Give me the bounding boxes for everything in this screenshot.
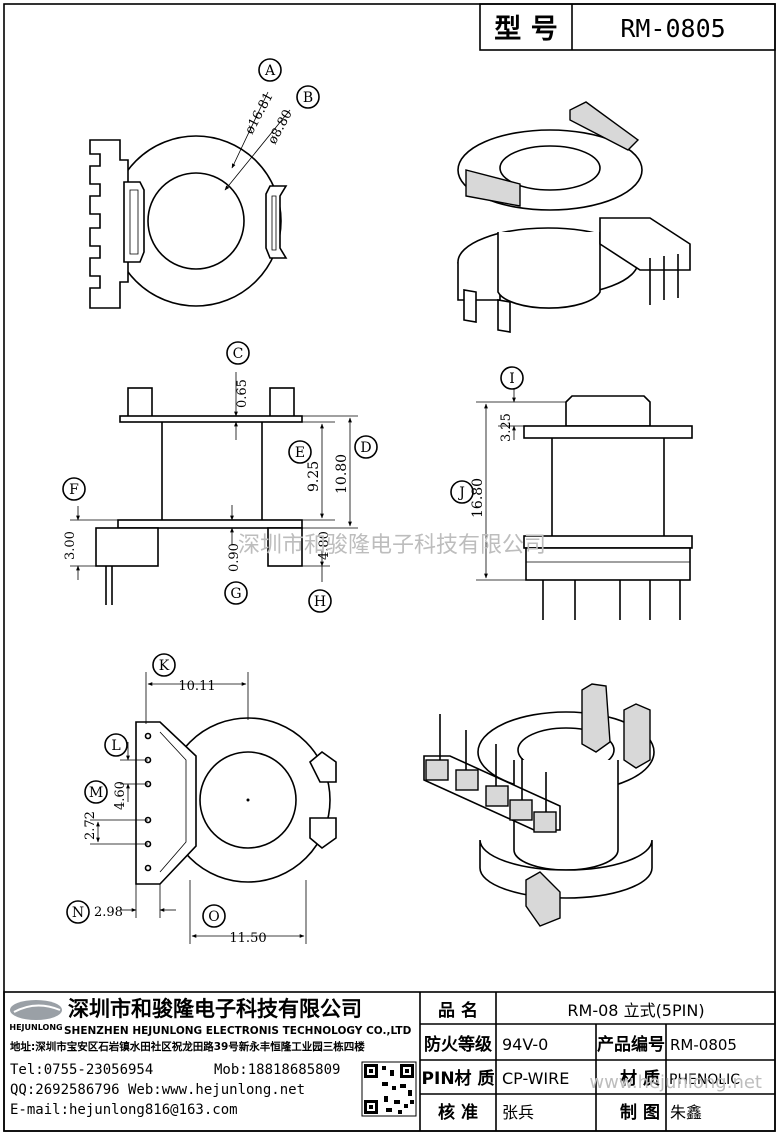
company-tel: Tel:0755-23056954: [10, 1062, 153, 1078]
dim-i: 3.25: [499, 413, 514, 442]
marker-h: H: [308, 589, 332, 613]
svg-text:HEJUNLONG: HEJUNLONG: [9, 1023, 62, 1032]
svg-text:L: L: [111, 738, 120, 754]
marker-labels: A B C D E F G H I J K L M N O: [62, 58, 524, 928]
marker-k: K: [152, 653, 176, 677]
svg-text:J: J: [457, 485, 465, 501]
model-header: 型 号 RM-0805: [479, 3, 776, 51]
svg-text:K: K: [159, 658, 170, 674]
watermark-center: 深圳市和骏隆电子科技有限公司: [238, 533, 546, 558]
spec-draw-value: 朱鑫: [670, 1103, 702, 1122]
qr-code: [361, 1061, 417, 1117]
dim-g: 0.90: [227, 543, 242, 572]
marker-n: N: [66, 900, 90, 924]
side-view: 3.25 16.80: [470, 388, 693, 620]
marker-j: J: [450, 480, 474, 504]
spec-name-label: 品 名: [438, 1000, 478, 1021]
dim-h: 4.80: [317, 531, 332, 560]
svg-text:C: C: [233, 346, 244, 362]
spec-name-value: RM-08 立式(5PIN): [567, 1001, 704, 1020]
dim-phi-b: ø8.80: [265, 107, 296, 147]
company-email: E-mail:hejunlong816@163.com: [10, 1102, 238, 1118]
svg-text:H: H: [314, 594, 326, 610]
spec-code-value: RM-0805: [670, 1036, 737, 1054]
company-address: 地址:深圳市宝安区石岩镇水田社区祝龙田路39号新永丰恒隆工业园三栋四楼: [10, 1040, 365, 1053]
svg-text:M: M: [89, 785, 103, 801]
spec-mat-value: PHENOLIC: [669, 1072, 740, 1088]
dim-e: 9.25: [306, 461, 322, 492]
spec-check-label: 核 准: [438, 1102, 478, 1123]
dim-m: 2.72: [83, 811, 98, 840]
marker-o: O: [202, 904, 226, 928]
marker-f: F: [62, 477, 86, 501]
svg-text:I: I: [509, 371, 515, 387]
company-name-cn: 深圳市和骏隆电子科技有限公司: [68, 997, 362, 1021]
marker-a: A: [258, 58, 282, 82]
model-value: RM-0805: [620, 14, 725, 43]
top-view: ø16.81 ø8.80: [89, 90, 296, 309]
spec-pin-label: PIN材 质: [422, 1068, 495, 1089]
marker-b: B: [296, 85, 320, 109]
svg-text:O: O: [208, 909, 219, 925]
company-name-en: SHENZHEN HEJUNLONG ELECTRONIS TECHNOLOGY…: [64, 1025, 412, 1037]
spec-pin-value: CP-WIRE: [502, 1069, 569, 1088]
dim-f: 3.00: [63, 531, 78, 560]
dim-d: 10.80: [334, 454, 350, 494]
company-mob: Mob:18818685809: [214, 1062, 340, 1078]
spec-mat-label: 材 质: [620, 1068, 660, 1089]
marker-d: D: [354, 435, 378, 459]
svg-text:F: F: [69, 482, 79, 498]
dim-n: 2.98: [94, 905, 123, 920]
company-logo: HEJUNLONG: [9, 1000, 63, 1032]
dim-c: 0.65: [235, 379, 250, 408]
spec-code-label: 产品编号: [597, 1034, 665, 1055]
front-view: 0.65 9.25 10.80 3.00 0.90 4.80: [63, 372, 358, 605]
spec-draw-label: 制 图: [620, 1102, 660, 1123]
model-label: 型 号: [494, 14, 557, 45]
spec-fire-label: 防火等级: [424, 1034, 492, 1055]
watermark-corner: www.hejunlong.net: [589, 1072, 762, 1093]
svg-text:D: D: [360, 440, 371, 456]
iso-view-bottom: [423, 683, 655, 927]
dim-k: 10.11: [178, 679, 215, 694]
title-block: HEJUNLONG 深圳市和骏隆电子科技有限公司 SHENZHEN HEJUNL…: [3, 991, 776, 1132]
marker-g: G: [224, 581, 248, 605]
dim-o: 11.50: [229, 931, 266, 946]
svg-text:N: N: [72, 905, 84, 921]
iso-view-top: [457, 101, 691, 333]
bottom-view: 10.11 4.60 2.72 2.98 11.50: [83, 672, 337, 946]
company-qq-web: QQ:2692586796 Web:www.hejunlong.net: [10, 1082, 305, 1098]
spec-check-value: 张兵: [502, 1103, 534, 1122]
marker-l: L: [104, 733, 128, 757]
marker-i: I: [500, 366, 524, 390]
dim-l: 4.60: [113, 781, 128, 810]
svg-text:E: E: [295, 445, 305, 461]
dim-j: 16.80: [470, 478, 486, 518]
marker-m: M: [84, 780, 108, 804]
svg-text:B: B: [303, 90, 313, 106]
svg-text:A: A: [264, 63, 276, 79]
marker-e: E: [288, 440, 312, 464]
marker-c: C: [226, 341, 250, 365]
svg-text:G: G: [230, 586, 241, 602]
spec-fire-value: 94V-0: [502, 1035, 548, 1054]
